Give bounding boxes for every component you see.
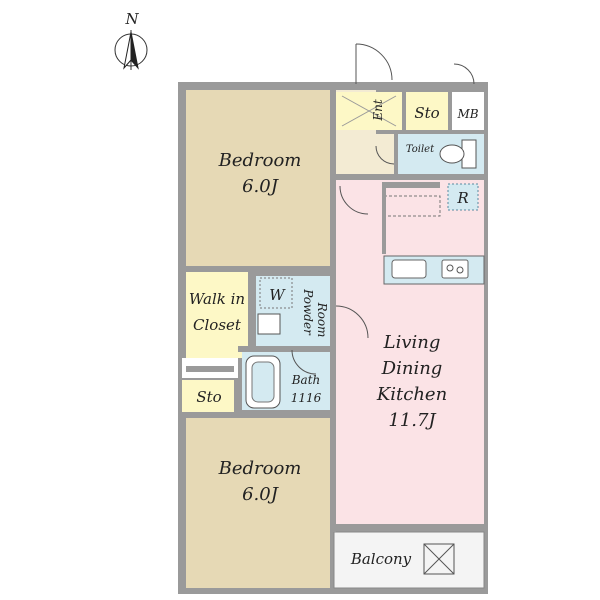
compass-north-label: N <box>124 10 139 28</box>
storage-left-floor <box>182 380 234 412</box>
bedroom-top-name: Bedroom <box>218 150 302 171</box>
bath-size: 1116 <box>291 391 322 405</box>
kitchen-wall-top <box>384 182 440 188</box>
bedroom-bottom-floor <box>186 418 330 588</box>
stove-burner-1 <box>446 264 454 272</box>
ldk-floor <box>336 180 484 524</box>
wall-center <box>330 90 336 532</box>
balcony-floor <box>333 531 485 589</box>
washer-label: W <box>269 286 286 304</box>
wall-bath-top <box>238 346 330 352</box>
powder-door-swing <box>335 305 369 339</box>
powder-room-line2: Room <box>315 302 329 338</box>
ldk-line3: Kitchen <box>376 384 447 405</box>
kitchen-sink <box>391 259 427 279</box>
refrigerator-label: R <box>456 189 468 207</box>
entrance-tiles <box>341 95 397 127</box>
entrance-label: Ent <box>371 99 385 121</box>
toilet-door-swing <box>375 145 395 165</box>
walk-in-closet-line2: Closet <box>193 316 242 334</box>
bathtub-inner <box>251 361 275 403</box>
hatch-cross-2 <box>423 543 455 575</box>
toilet-bowl <box>439 144 465 164</box>
entrance-door-swing <box>355 43 393 81</box>
bedroom-top-size: 6.0J <box>242 176 280 197</box>
mb-door-swing <box>453 63 475 85</box>
meter-box-label: MB <box>456 107 478 121</box>
walk-in-closet-line1: Walk in <box>189 290 245 308</box>
stove-burner-2 <box>456 266 464 274</box>
refrigerator-space <box>447 183 479 211</box>
compass-needle-left <box>123 31 132 70</box>
balcony-label: Balcony <box>350 550 412 568</box>
bedroom-bottom-size: 6.0J <box>242 484 280 505</box>
hall-gap-wall <box>186 366 234 372</box>
storage-top-floor <box>406 92 448 130</box>
north-compass: N <box>114 10 148 70</box>
powder-room-line1: Powder <box>301 288 315 336</box>
meter-box-floor <box>452 92 484 130</box>
wall-ldk-top <box>336 174 484 180</box>
compass-needle-right <box>130 31 139 70</box>
bath-label: Bath <box>291 373 321 387</box>
balcony-hatch <box>423 543 455 575</box>
ldk-line1: Living <box>383 332 441 353</box>
kitchen-wall-left <box>382 182 386 254</box>
ldk-line2: Dining <box>381 358 443 379</box>
bedroom-bottom-name: Bedroom <box>218 458 302 479</box>
closet-wall <box>248 272 256 358</box>
wall-bedroom-bottom <box>186 412 330 418</box>
hall-floor <box>336 134 394 174</box>
toilet-label: Toilet <box>406 144 435 155</box>
kitchen-stove <box>441 259 469 279</box>
storage-top-label: Sto <box>414 104 439 122</box>
storage-left-label: Sto <box>196 388 221 406</box>
powder-sink <box>257 313 281 335</box>
washer-space <box>259 277 293 309</box>
ldk-size: 11.7J <box>388 410 437 431</box>
wall-bedroom-top <box>186 266 330 272</box>
walk-in-closet-floor <box>186 272 248 358</box>
bedroom-top-floor <box>186 90 330 266</box>
ldk-door-swing <box>339 185 369 215</box>
bath-door-swing <box>291 349 317 375</box>
